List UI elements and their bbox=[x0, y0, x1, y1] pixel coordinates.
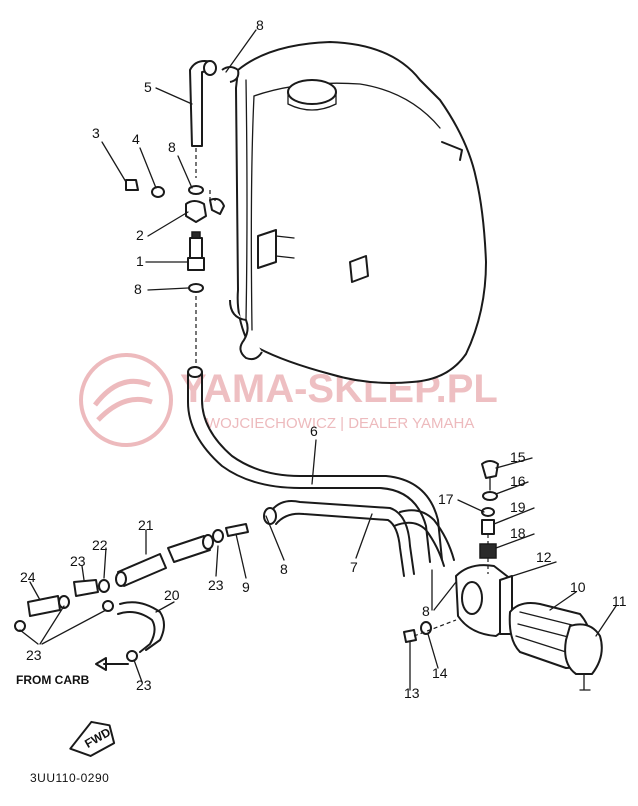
part-number: 1 bbox=[136, 253, 144, 269]
part-number: 8 bbox=[256, 17, 264, 33]
part-number: 5 bbox=[144, 79, 152, 95]
part-number: 17 bbox=[438, 491, 454, 507]
part-number: 24 bbox=[20, 569, 36, 585]
part-number: 9 bbox=[242, 579, 250, 595]
hose-6 bbox=[187, 366, 443, 563]
part-number: 23 bbox=[136, 677, 152, 693]
part-number: 2 bbox=[136, 227, 144, 243]
fwd-arrow: FWD bbox=[69, 720, 116, 757]
part-number: 8 bbox=[422, 603, 430, 619]
part-number: 23 bbox=[70, 553, 86, 569]
from-carb-label: FROM CARB bbox=[16, 673, 90, 687]
diagram-code: 3UU110-0290 bbox=[30, 771, 109, 785]
part-number: 7 bbox=[350, 559, 358, 575]
hose-5 bbox=[189, 60, 240, 178]
lower-left-hoses bbox=[14, 523, 249, 671]
part-number: 3 bbox=[92, 125, 100, 141]
part-number: 16 bbox=[510, 473, 526, 489]
oil-pump-assembly bbox=[403, 564, 603, 691]
hose-7 bbox=[263, 500, 455, 577]
part-number: 8 bbox=[280, 561, 288, 577]
part-number: 19 bbox=[510, 499, 526, 515]
part-number: 8 bbox=[168, 139, 176, 155]
parts-15-19 bbox=[479, 460, 499, 574]
part-number: 8 bbox=[134, 281, 142, 297]
part-number: 4 bbox=[132, 131, 140, 147]
leader-lines bbox=[19, 29, 617, 691]
parts-1-4 bbox=[125, 179, 225, 370]
part-number: 6 bbox=[310, 423, 318, 439]
part-number: 15 bbox=[510, 449, 526, 465]
part-number: 14 bbox=[432, 665, 448, 681]
part-number: 12 bbox=[536, 549, 552, 565]
part-number: 21 bbox=[138, 517, 154, 533]
part-number: 23 bbox=[26, 647, 42, 663]
part-number: 18 bbox=[510, 525, 526, 541]
part-number: 22 bbox=[92, 537, 108, 553]
watermark-dealer: WOJCIECHOWICZ | DEALER YAMAHA bbox=[206, 415, 474, 432]
part-number: 20 bbox=[164, 587, 180, 603]
part-number: 11 bbox=[612, 593, 627, 609]
part-number: 13 bbox=[404, 685, 420, 701]
oil-tank bbox=[229, 41, 487, 384]
part-number-labels: 8 5 3 4 8 2 1 8 6 15 16 17 19 18 21 22 2… bbox=[20, 17, 627, 701]
part-number: 10 bbox=[570, 579, 586, 595]
part-number: 23 bbox=[208, 577, 224, 593]
